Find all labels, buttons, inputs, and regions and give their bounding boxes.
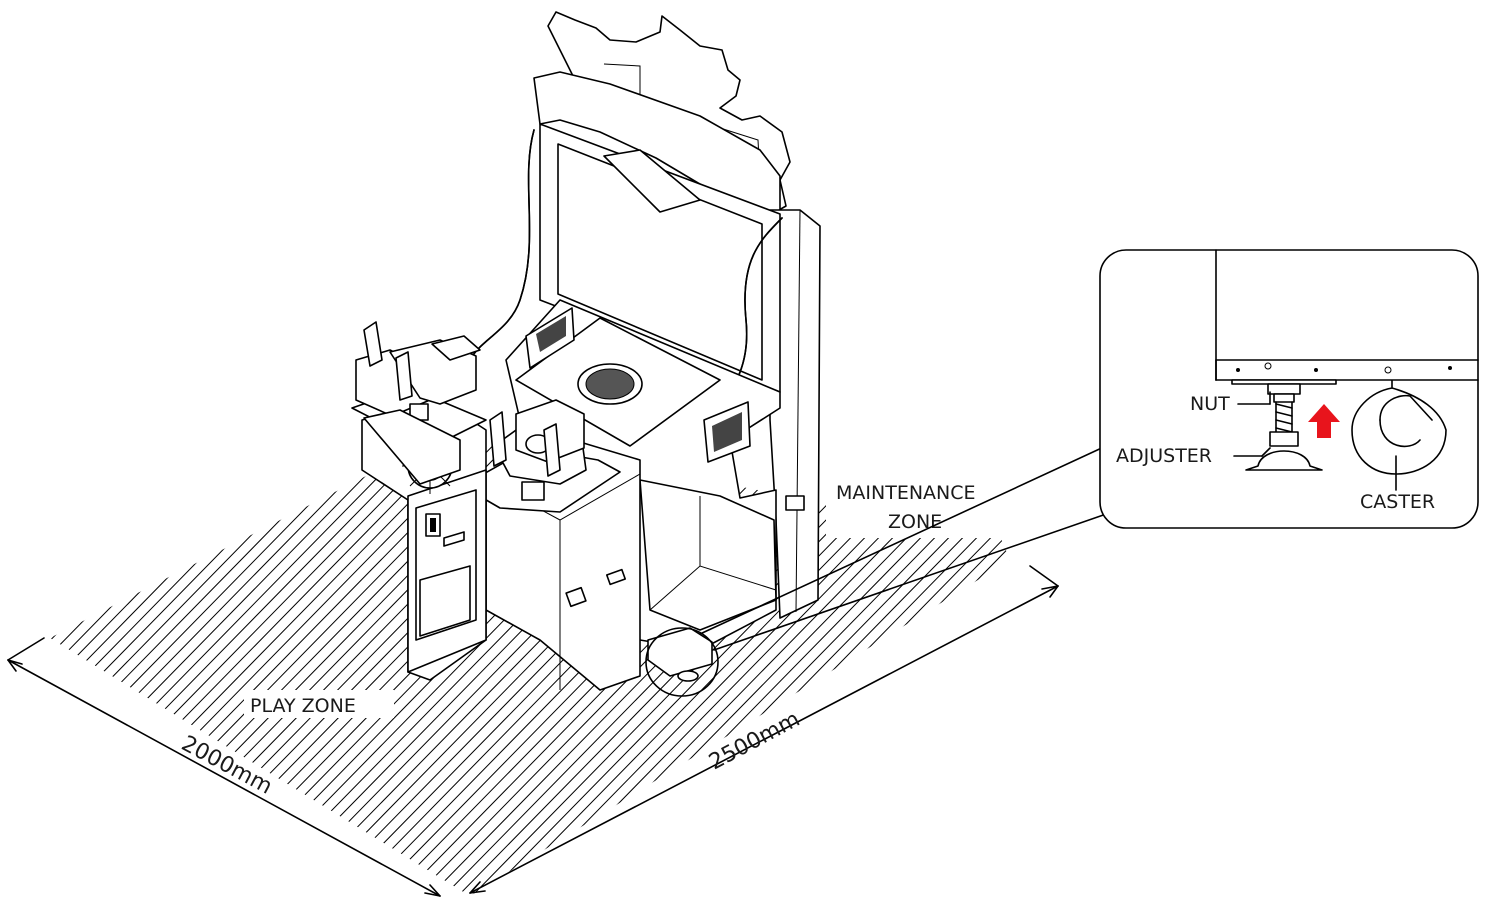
hatch-line: [50, 432, 379, 896]
hatch-line: [50, 432, 155, 896]
adjuster-label: ADJUSTER: [1116, 445, 1212, 467]
hatch-line: [50, 432, 141, 896]
hatch-line: [50, 432, 85, 896]
maintenance-zone-label: MAINTENANCE: [836, 482, 976, 504]
adjuster-assembly: [1245, 383, 1323, 471]
left-hose: [469, 129, 535, 361]
hatch-line: [50, 432, 295, 896]
hatch-line: [50, 432, 323, 896]
hatch-line: [50, 432, 225, 896]
hatch-line: [50, 432, 239, 896]
detail-circle: [645, 627, 719, 697]
hatch-line: [50, 432, 393, 896]
play-zone-label: PLAY ZONE: [250, 695, 356, 717]
hatch-line: [50, 432, 463, 896]
hatch-line: [50, 432, 253, 896]
caster-icon: [1351, 380, 1447, 491]
hatch-line: [0, 420, 42, 900]
nut-label: NUT: [1190, 393, 1230, 415]
maintenance-zone-label-2: ZONE: [888, 511, 942, 533]
caster-label: CASTER: [1360, 491, 1435, 513]
foot-detail-callout: NUT ADJUSTER CASTER: [645, 249, 1479, 697]
gun-controller-left: [351, 321, 487, 449]
cabinet-right-tower: [769, 209, 821, 619]
hatch-line: [50, 432, 267, 896]
hatch-line: [0, 420, 28, 900]
hatch-line: [0, 420, 14, 900]
hatch-line: [50, 432, 127, 896]
gun-controller-right: [489, 399, 587, 501]
arcade-cabinet: [351, 11, 821, 691]
hatch-line: [50, 432, 435, 896]
hatch-line: [50, 432, 337, 896]
hatch-line: [50, 432, 309, 896]
dimension-width-line: [7, 637, 441, 897]
dimension-depth-label: 2500mm: [705, 707, 804, 775]
hatch-line: [50, 432, 211, 896]
hatch-line: [50, 432, 365, 896]
hatch-line: [50, 432, 407, 896]
up-arrow-icon: [1308, 404, 1340, 438]
hatch-line: [50, 432, 99, 896]
hatch-line: [50, 432, 113, 896]
dimension-width-label: 2000mm: [177, 731, 276, 799]
hatch-line: [50, 432, 281, 896]
dimension-depth-line: [469, 565, 1059, 894]
hatch-line: [50, 432, 421, 896]
hatch-line: [50, 432, 183, 896]
hatch-line: [50, 432, 197, 896]
